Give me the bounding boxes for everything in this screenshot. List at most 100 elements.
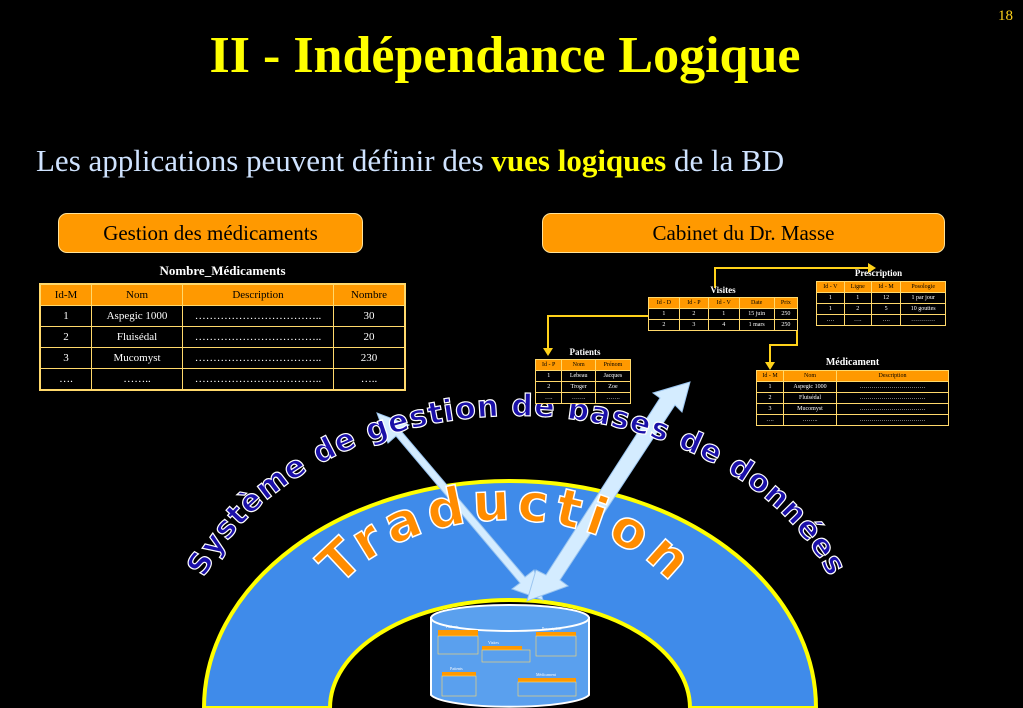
table-cell: 10 gouttes	[900, 303, 946, 315]
table-cell: ……………………………	[836, 392, 949, 404]
table-medicament-caption: Médicament	[825, 357, 880, 368]
slide-number: 18	[998, 8, 1013, 24]
table-cell: 1 par jour	[900, 292, 946, 304]
table-cell: Fluisédal	[91, 326, 183, 348]
table-cell: 4	[707, 319, 740, 331]
table-cell: …..	[333, 368, 405, 390]
arrow-left-double	[376, 412, 544, 601]
subtitle-text-after: de la BD	[666, 143, 785, 178]
table-cell: 1 mars	[738, 319, 775, 331]
connector-arrowheads	[543, 263, 876, 370]
table-row: ….……..……………………………	[756, 414, 949, 426]
table-cell: 12	[870, 292, 902, 304]
database-cylinder-icon	[430, 604, 590, 708]
col-header: Id - M	[870, 281, 902, 293]
table-cell: 250	[773, 308, 799, 320]
table-cell: Mucomyst	[91, 347, 183, 369]
mini-caption: Médicament	[536, 672, 557, 677]
table-cell: Aspegic 1000	[783, 381, 837, 393]
table-cell: …….	[594, 392, 632, 404]
table-cell: 3	[40, 347, 92, 369]
col-header: Id-M	[40, 284, 92, 306]
table-cell: Troger	[561, 381, 596, 393]
table-cell: 15 juin	[738, 308, 775, 320]
table-cell: 2	[678, 308, 709, 320]
table-row: ….…….…….	[534, 392, 632, 404]
table-cell: ….	[843, 314, 872, 326]
table-cell: 2	[843, 303, 872, 315]
table-cell: ……………………………..	[182, 368, 334, 390]
col-header: Description	[182, 284, 334, 306]
mini-caption: Patients	[446, 624, 459, 629]
table-cell: 230	[333, 347, 405, 369]
arrow-right-double	[526, 381, 691, 602]
dbms-arc-label: Système de gestion de bases de données	[180, 389, 853, 582]
table-cell: 2	[756, 392, 784, 404]
table-patients-caption: Patients	[569, 347, 601, 357]
table-cell: 1	[648, 308, 680, 320]
col-header: Id - P	[534, 359, 563, 371]
col-header: Id - D	[648, 297, 680, 309]
table-cell: 30	[333, 305, 405, 327]
relation-connectors	[547, 267, 868, 362]
table-cell: 250	[773, 319, 799, 331]
col-header: Ligne	[843, 281, 872, 293]
table-cell: Zoe	[594, 381, 632, 393]
table-cell: ……..	[91, 368, 183, 390]
col-header: Prénom	[594, 359, 632, 371]
mini-caption: Prescription	[542, 626, 561, 631]
table-cell: ….	[756, 414, 784, 426]
table-cell: 20	[333, 326, 405, 348]
table-cell: ……………………………	[836, 414, 949, 426]
table-cell: Jacques	[594, 370, 632, 382]
col-header: Prix	[773, 297, 799, 309]
table-header-row: Id-M Nom Description Nombre	[40, 284, 405, 306]
table-cell: ….	[870, 314, 902, 326]
col-header: Id - P	[678, 297, 709, 309]
table-cell: 3	[756, 403, 784, 415]
mini-database-schema: Patients Visites Prescription Patients M…	[437, 624, 577, 697]
slide-title: II - Indépendance Logique	[209, 27, 801, 84]
app-box-medicaments: Gestion des médicaments	[58, 213, 363, 253]
subtitle-highlight: vues logiques	[491, 143, 667, 178]
table-visites-caption: Visites	[710, 285, 736, 295]
col-header: Nom	[91, 284, 183, 306]
table-cell: Fluisédal	[783, 392, 837, 404]
table-cell: 1	[40, 305, 92, 327]
col-header: Posologie	[900, 281, 946, 293]
table-cell: ….	[534, 392, 563, 404]
table-cell: Aspegic 1000	[91, 305, 183, 327]
table-prescription-caption: Prescription	[854, 268, 903, 278]
table-cell: ……………………………..	[182, 305, 334, 327]
table-cell: 1	[816, 292, 845, 304]
mini-caption: Patients	[450, 666, 463, 671]
table-cell: ……………………………..	[182, 326, 334, 348]
col-header: Id - M	[756, 370, 784, 382]
col-header: Nombre	[333, 284, 405, 306]
slide-subtitle: Les applications peuvent définir des vue…	[36, 143, 784, 179]
table-cell: ……………………………..	[182, 347, 334, 369]
table-row: ….……..……………………………..…..	[40, 368, 405, 390]
col-header: Nom	[783, 370, 837, 382]
table-cell: ….	[40, 368, 92, 390]
table-cell: ……..	[783, 414, 837, 426]
